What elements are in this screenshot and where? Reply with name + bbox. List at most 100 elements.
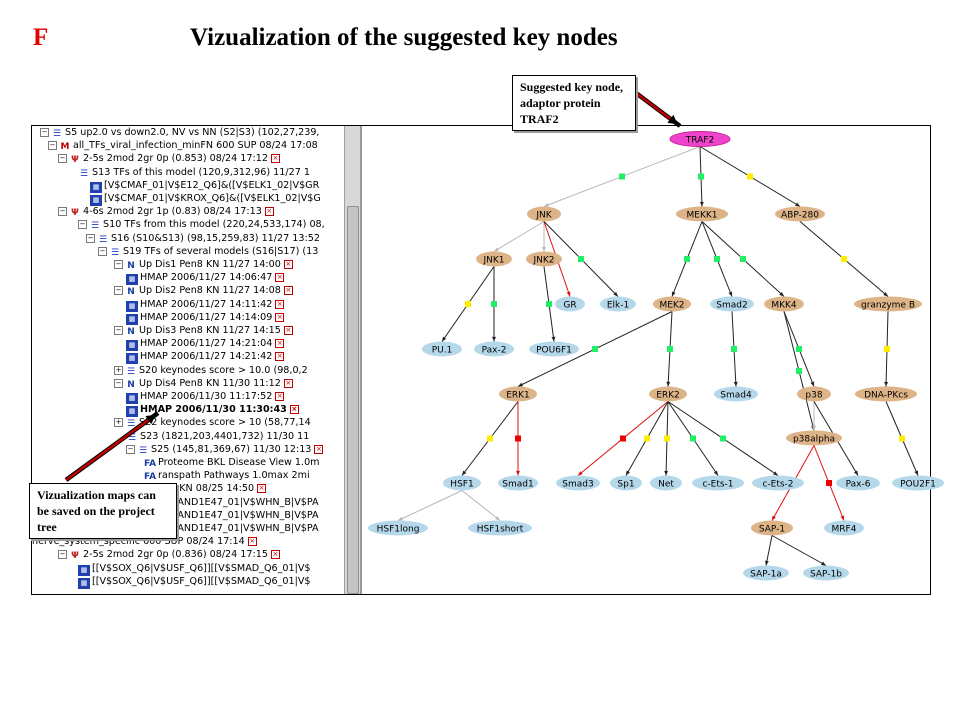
tree-row[interactable]: ▦HMAP 2006/11/27 14:06:47× [126,271,285,286]
remove-icon[interactable]: × [275,392,285,401]
collapse-toggle-icon[interactable]: − [40,128,49,137]
tree-row[interactable]: −☰S16 (S10&S13) (98,15,259,83) 11/27 13:… [86,232,320,245]
graph-node[interactable]: Smad3 [556,475,600,491]
graph-node[interactable]: Pax-2 [474,341,514,357]
tree-row[interactable]: ▦HMAP 2006/11/30 11:30:43× [126,403,299,418]
graph-node[interactable]: TRAF2 [669,131,731,147]
graph-node[interactable]: GR [555,296,585,312]
graph-node[interactable]: SAP-1b [803,565,849,581]
graph-node[interactable]: HSF1long [368,520,428,536]
tree-scrollbar-thumb[interactable] [347,206,359,594]
graph-node[interactable]: granzyme B [854,296,922,312]
tree-row[interactable]: ▦[[V$SOX_Q6|V$USF_Q6]][[V$SMAD_Q6_01|V$ [78,562,311,576]
graph-node[interactable]: MKK4 [764,296,804,312]
collapse-toggle-icon[interactable]: − [126,444,135,454]
tree-row[interactable]: ☰S13 TFs of this model (120,9,312,96) 11… [78,166,310,179]
remove-icon[interactable]: × [275,312,285,322]
remove-icon[interactable]: × [275,273,285,283]
remove-icon[interactable]: × [257,484,267,494]
collapse-toggle-icon[interactable]: − [114,260,123,269]
tree-row[interactable]: ☰S23 (1821,203,4401,732) 11/30 11 [126,430,309,443]
remove-icon[interactable]: × [289,405,299,415]
expand-toggle-icon[interactable]: + [114,365,123,375]
graph-node[interactable]: Smad2 [710,296,754,312]
remove-icon[interactable]: × [247,537,257,547]
graph-node[interactable]: MEK2 [653,296,691,312]
tree-row[interactable]: +☰S22 keynodes score > 10 (58,77,14 [114,416,311,429]
tree-row[interactable]: ▦HMAP 2006/11/27 14:11:42× [126,298,285,312]
graph-node[interactable]: Net [650,475,682,491]
tree-row[interactable]: nerve_system_specific 600 SUP 08/24 17:1… [32,535,257,548]
tree-row[interactable]: n8 KN 08/25 14:50× [164,482,267,495]
graph-node[interactable]: Smad4 [714,386,758,402]
graph-node[interactable]: JNK2 [526,251,562,267]
remove-icon[interactable]: × [264,207,274,217]
tree-row[interactable]: ▦HMAP 2006/11/30 11:17:52× [126,390,285,404]
tree-row[interactable]: −☰S5 up2.0 vs down2.0, NV vs NN (S2|S3) … [40,126,319,139]
graph-node[interactable]: Pax-6 [836,475,880,491]
tree-row[interactable]: $HAND1E47_01|V$WHN_B|V$PA [164,509,319,522]
remove-icon[interactable]: × [275,352,285,362]
remove-icon[interactable]: × [270,154,280,164]
graph-node[interactable]: p38alpha [786,430,842,446]
graph-node[interactable]: c-Ets-1 [692,475,744,491]
tree-row[interactable]: ▦[V$CMAF_01|V$E12_Q6]&([V$ELK1_02|V$GR [90,179,319,193]
tree-row[interactable]: −☰S19 TFs of several models (S16|S17) (1… [98,245,318,258]
collapse-toggle-icon[interactable]: − [114,378,123,388]
tree-row[interactable]: $HAND1E47_01|V$WHN_B|V$PA [164,522,319,535]
collapse-toggle-icon[interactable]: − [98,246,107,256]
graph-node[interactable]: MEKK1 [676,206,728,222]
expand-toggle-icon[interactable]: + [114,418,123,428]
collapse-toggle-icon[interactable]: − [86,233,95,243]
collapse-toggle-icon[interactable]: − [58,154,67,164]
collapse-toggle-icon[interactable]: − [114,286,123,296]
pane-splitter[interactable] [360,126,362,594]
collapse-toggle-icon[interactable]: − [78,220,87,230]
graph-node[interactable]: c-Ets-2 [752,475,804,491]
graph-node[interactable]: POU2F1 [892,475,944,491]
graph-node[interactable]: POU6F1 [529,341,579,357]
graph-node[interactable]: JNK [527,206,561,222]
tree-row[interactable]: ▦[V$CMAF_01|V$KROX_Q6]&([V$ELK1_02|V$G [90,192,321,206]
graph-node[interactable]: HSF1short [468,520,532,536]
graph-node[interactable]: Elk-1 [600,296,636,312]
collapse-toggle-icon[interactable]: − [58,550,67,560]
graph-node[interactable]: ABP-280 [775,206,825,222]
graph-node[interactable]: PU.1 [422,341,462,357]
graph-node[interactable]: p38 [797,386,831,402]
tree-row[interactable]: −☰S25 (145,81,369,67) 11/30 12:13× [126,443,324,456]
tree-row[interactable]: +☰S20 keynodes score > 10.0 (98,0,2 [114,364,308,377]
graph-node[interactable]: MRF4 [824,520,864,536]
graph-node[interactable]: Sp1 [610,475,642,491]
tree-row[interactable]: ▦HMAP 2006/11/27 14:21:42× [126,350,285,365]
graph-node[interactable]: HSF1 [443,475,481,491]
graph-node[interactable]: Smad1 [498,475,538,491]
graph-node[interactable]: JNK1 [476,251,512,267]
remove-icon[interactable]: × [283,286,293,296]
graph-node[interactable]: DNA-PKcs [855,386,917,402]
remove-icon[interactable]: × [283,378,293,388]
remove-icon[interactable]: × [283,326,293,335]
graph-node[interactable]: ERK2 [649,386,687,402]
remove-icon[interactable]: × [283,260,293,269]
tree-row[interactable]: ▦HMAP 2006/11/27 14:21:04× [126,337,285,352]
remove-icon[interactable]: × [275,339,285,349]
collapse-toggle-icon[interactable]: − [58,207,67,217]
graph-node[interactable]: SAP-1a [743,565,789,581]
tree-row[interactable]: $HAND1E47_01|V$WHN_B|V$PA [164,496,319,509]
remove-icon[interactable]: × [270,550,280,560]
collapse-toggle-icon[interactable]: − [114,326,123,335]
remove-icon[interactable]: × [314,444,324,454]
graph-node[interactable]: ERK1 [499,386,537,402]
tree-row[interactable]: −☰S10 TFs from this model (220,24,533,17… [78,218,325,231]
